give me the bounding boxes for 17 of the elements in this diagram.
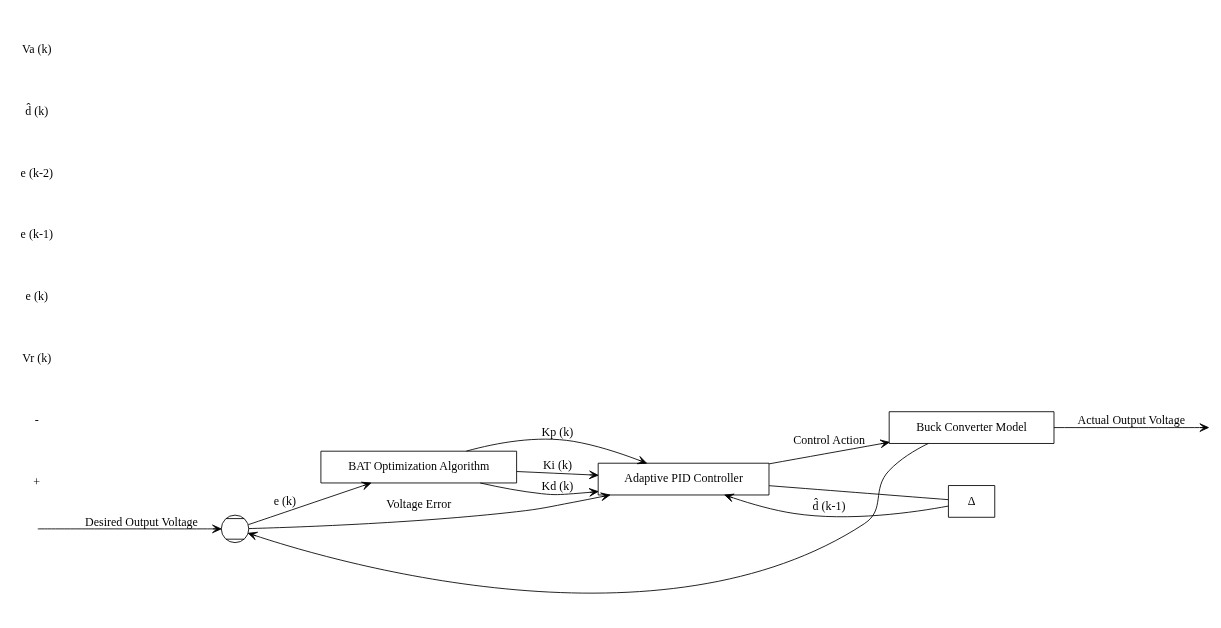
label: e (k-2) xyxy=(20,165,53,180)
edge-label: Ki (k) xyxy=(542,457,572,472)
edge-label: e (k) xyxy=(273,494,297,509)
edge-label: Kd (k) xyxy=(541,479,574,494)
edge-label: Voltage Error xyxy=(386,497,452,512)
edge-label: Desired Output Voltage xyxy=(85,514,198,529)
label: Va (k) xyxy=(21,42,52,57)
edge-label: Actual Output Voltage xyxy=(1077,413,1186,428)
label: e (k-1) xyxy=(20,227,53,242)
edge-label: d̂ (k-1) xyxy=(812,499,846,514)
edge-label: Kp (k) xyxy=(541,425,574,440)
label: - xyxy=(34,412,39,427)
label: + xyxy=(33,474,41,489)
label: e (k) xyxy=(25,289,48,304)
edge-label: Control Action xyxy=(793,433,865,448)
label: Vr (k) xyxy=(22,351,52,366)
label: d̂ (k) xyxy=(25,103,49,118)
